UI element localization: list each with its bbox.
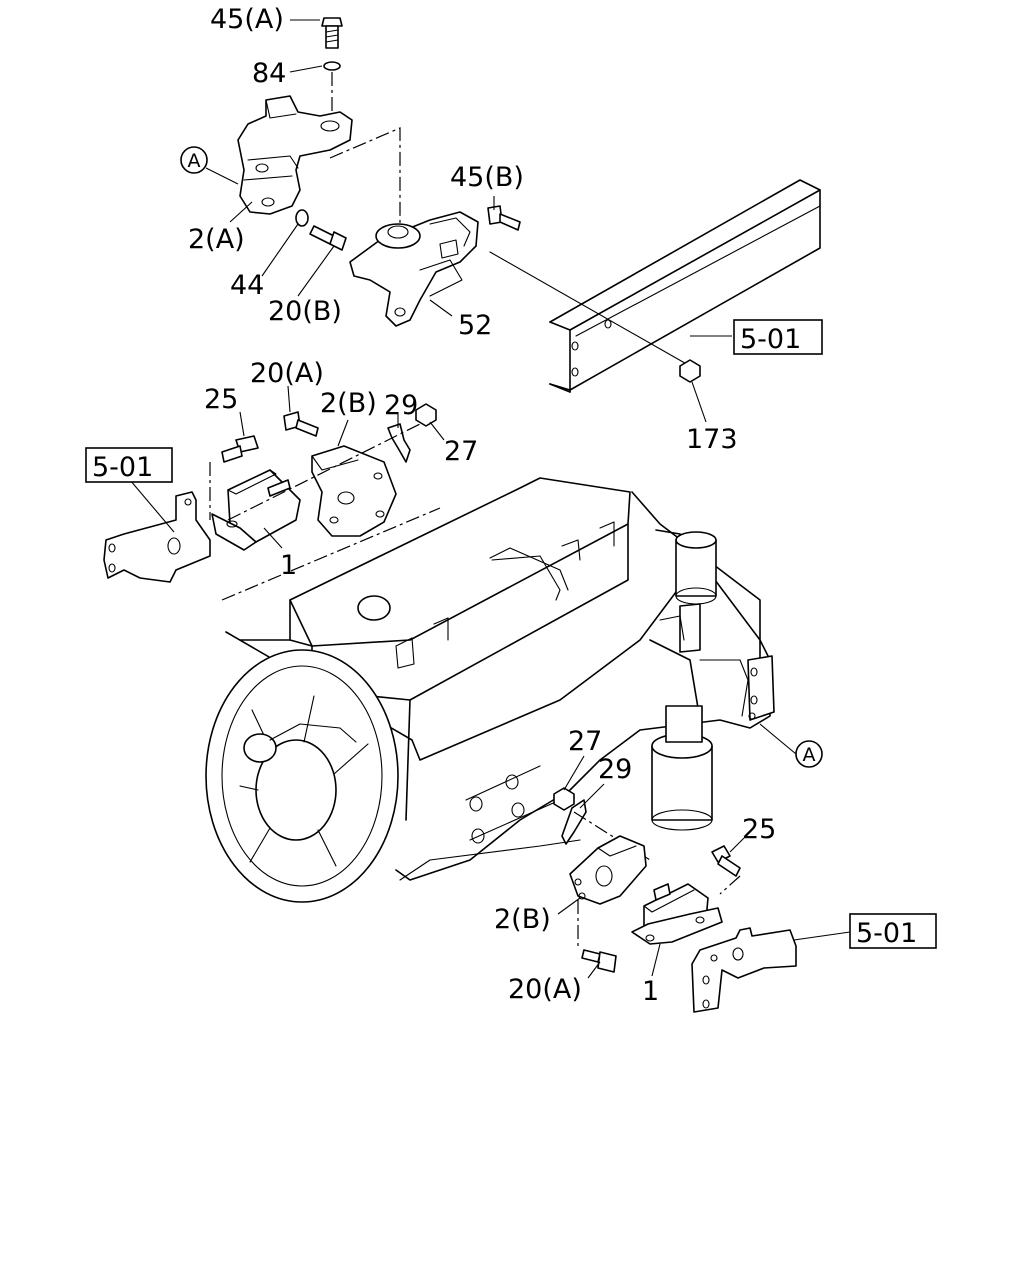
bolt-20b — [309, 225, 347, 251]
ref-frame-right-text: 5-01 — [740, 324, 801, 355]
bracket-2b-top — [311, 445, 397, 537]
nut-173 — [679, 359, 701, 383]
bolt-25-bottom — [711, 845, 741, 877]
label-2b-bottom: 2(B) — [494, 904, 551, 935]
label-25-top: 25 — [204, 384, 238, 415]
label-20a-bottom: 20(A) — [508, 974, 582, 1005]
lock-tab-29-top — [387, 423, 411, 463]
callout-a-top-text: A — [188, 150, 201, 172]
label-29-bottom: 29 — [598, 754, 632, 785]
washer-44 — [295, 209, 309, 227]
label-25-bottom: 25 — [742, 814, 776, 845]
label-29-top: 29 — [384, 390, 418, 421]
lock-tab-29-bottom — [561, 799, 587, 845]
rubber-mount-1-bottom — [631, 883, 723, 945]
label-27-bottom: 27 — [568, 726, 602, 757]
bracket-2a — [237, 95, 353, 215]
label-84: 84 — [252, 58, 286, 89]
leader-lines — [129, 19, 851, 979]
callout-a-bottom-text: A — [803, 744, 816, 766]
front-left-mount — [103, 403, 441, 601]
bolt-45a — [321, 17, 343, 49]
bolt-20a-top — [283, 411, 319, 437]
bolt-20a-bottom — [581, 949, 617, 973]
washer-84 — [323, 61, 341, 71]
engine-block — [225, 477, 775, 881]
label-27-top: 27 — [444, 436, 478, 467]
label-45b: 45(B) — [450, 162, 524, 193]
frame-rail — [549, 179, 821, 393]
frame-bracket-right — [691, 927, 797, 1013]
cooling-fan — [205, 649, 399, 903]
label-20a-top: 20(A) — [250, 358, 324, 389]
part-labels: 45(A) 84 2(A) 44 20(B) 45(B) 52 173 20(A… — [188, 4, 776, 1007]
bolt-25-top — [221, 435, 259, 463]
label-52: 52 — [458, 310, 492, 341]
label-20b: 20(B) — [268, 296, 342, 327]
ref-bracket-left-text: 5-01 — [92, 452, 153, 483]
nut-27-top — [415, 403, 437, 427]
front-right-mount — [553, 787, 797, 1013]
bolt-45b — [487, 205, 521, 231]
label-2a: 2(A) — [188, 224, 245, 255]
crossmember-bracket-52 — [349, 211, 479, 327]
rear-mount-assembly — [237, 17, 691, 367]
nut-27-bottom — [553, 787, 575, 811]
ref-box-frame-right: 5-01 — [733, 319, 823, 355]
frame-bracket-left — [103, 491, 211, 583]
ref-box-bracket-right: 5-01 — [849, 913, 937, 949]
label-1-top: 1 — [280, 550, 297, 581]
label-44: 44 — [230, 270, 264, 301]
label-45a: 45(A) — [210, 4, 284, 35]
label-173: 173 — [686, 424, 738, 455]
bracket-2b-bottom — [569, 835, 647, 905]
callout-a-top: A — [180, 146, 208, 174]
ref-box-bracket-left: 5-01 — [85, 447, 173, 483]
ref-bracket-right-text: 5-01 — [856, 918, 917, 949]
callout-a-bottom: A — [795, 740, 823, 768]
label-2b-top: 2(B) — [320, 388, 377, 419]
label-1-bottom: 1 — [642, 976, 659, 1007]
